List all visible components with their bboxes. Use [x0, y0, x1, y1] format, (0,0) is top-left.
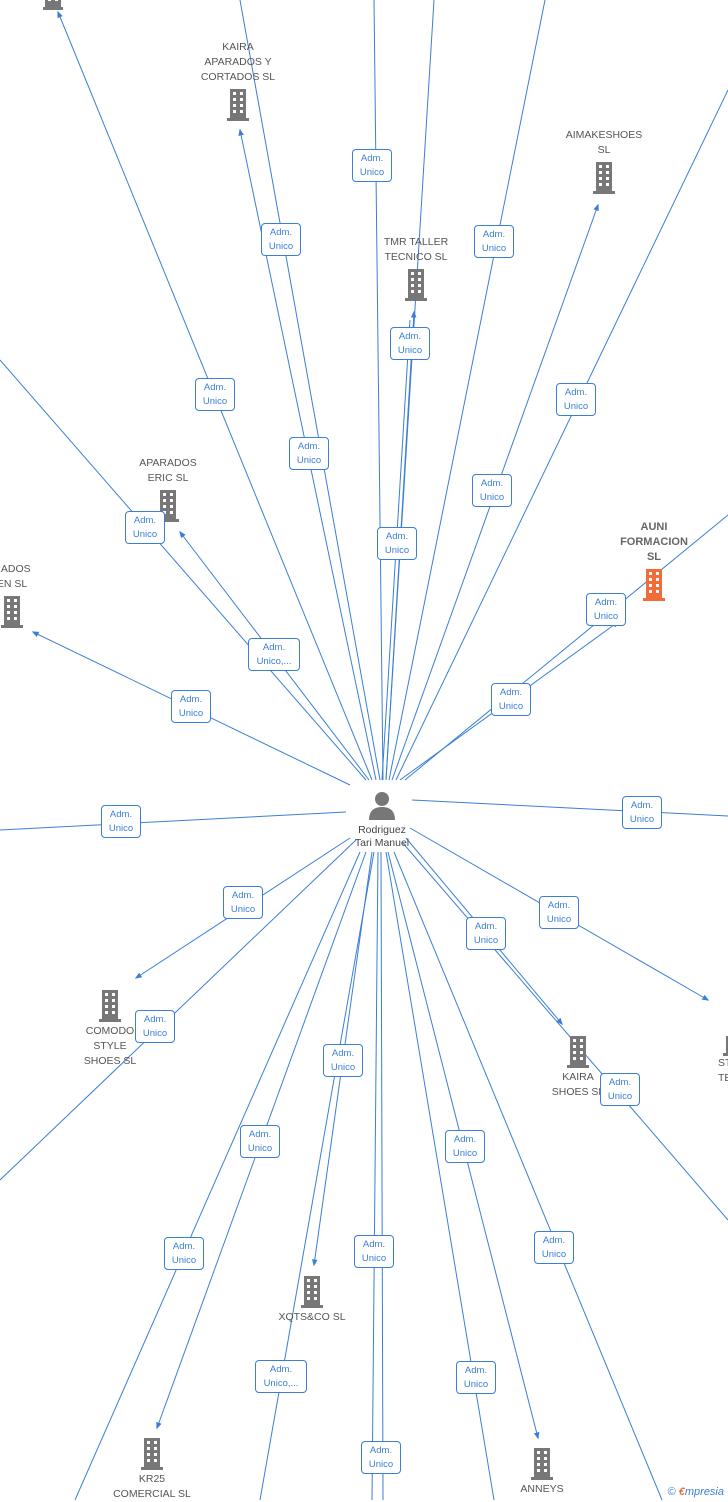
role-label[interactable]: Adm.Unico: [600, 1073, 640, 1106]
building-icon: [531, 1448, 553, 1480]
company-node-aparados-en[interactable]: RADOS EN SL: [0, 562, 38, 630]
edge: [0, 811, 347, 831]
edge: [411, 799, 728, 817]
role-label[interactable]: Adm.Unico: [622, 796, 662, 829]
edge: [380, 851, 384, 1500]
building-icon: [643, 569, 665, 601]
company-node-kaira-shoes[interactable]: KAIRA SHOES SL: [530, 1032, 626, 1100]
company-node-aimakeshoes[interactable]: AIMAKESHOES SL: [556, 128, 652, 196]
edge: [239, 0, 381, 781]
role-label[interactable]: Adm.Unico,...: [255, 1360, 307, 1393]
building-icon: [405, 269, 427, 301]
company-name: ANNEYS: [520, 1483, 564, 1495]
company-node-st-tec[interactable]: ST TEC: [700, 1032, 728, 1086]
role-label[interactable]: Adm.Unico: [534, 1231, 574, 1264]
edge: [373, 0, 384, 781]
company-node-kr25[interactable]: KR25 COMERCIAL SL: [104, 1434, 200, 1502]
company-name: KR25 COMERCIAL SL: [113, 1473, 191, 1500]
role-label[interactable]: Adm.Unico,...: [248, 638, 300, 671]
edge: [393, 851, 663, 1500]
company-name: XQTS&CO SL: [278, 1311, 346, 1323]
building-icon: [567, 1036, 589, 1068]
company-node-kaira-aparados[interactable]: KAIRA APARADOS Y CORTADOS SL: [190, 40, 286, 123]
edge: [371, 851, 379, 1500]
company-name: APARADOS ERIC SL: [139, 457, 197, 484]
edge: [388, 0, 546, 781]
role-label[interactable]: Adm.Unico: [456, 1361, 496, 1394]
building-icon: [1, 596, 23, 628]
role-label[interactable]: Adm.Unico: [101, 805, 141, 838]
company-node-xqtsco[interactable]: XQTS&CO SL: [264, 1272, 360, 1325]
company-node-auni-formacion[interactable]: AUNI FORMACION SL: [606, 520, 702, 603]
building-icon: [99, 990, 121, 1022]
role-label[interactable]: Adm.Unico: [466, 917, 506, 950]
role-label[interactable]: Adm.Unico: [445, 1130, 485, 1163]
role-label[interactable]: Adm.Unico: [171, 690, 211, 723]
building-icon: [227, 89, 249, 121]
role-label[interactable]: Adm.Unico: [352, 149, 392, 182]
company-name: TMR TALLER TECNICO SL: [383, 236, 449, 263]
company-name: KAIRA APARADOS Y CORTADOS SL: [200, 41, 276, 83]
role-label[interactable]: Adm.Unico: [377, 527, 417, 560]
role-label[interactable]: Adm.Unico: [289, 437, 329, 470]
person-icon: [369, 792, 395, 820]
company-node-comodo-style[interactable]: COMODO STYLE SHOES SL: [62, 986, 158, 1069]
role-label[interactable]: Adm.Unico: [135, 1010, 175, 1043]
company-name: COMODO STYLE SHOES SL: [83, 1025, 137, 1067]
role-label[interactable]: Adm.Unico: [164, 1237, 204, 1270]
role-label[interactable]: Adm.Unico: [586, 593, 626, 626]
company-node-anneys[interactable]: ANNEYS: [494, 1444, 590, 1497]
role-label[interactable]: Adm.Unico: [539, 896, 579, 929]
edge: [404, 514, 728, 781]
center-person-node[interactable]: Rodriguez Tari Manuel: [340, 790, 424, 850]
role-label[interactable]: Adm.Unico: [390, 327, 430, 360]
role-label[interactable]: Adm.Unico: [472, 474, 512, 507]
building-icon: [593, 162, 615, 194]
building-icon: [141, 1438, 163, 1470]
company-name: AUNI FORMACION SL: [620, 521, 688, 563]
edge: [395, 89, 728, 781]
role-label[interactable]: Adm.Unico: [125, 511, 165, 544]
edge: [401, 841, 728, 1221]
role-label[interactable]: Adm.Unico: [261, 223, 301, 256]
role-label[interactable]: Adm.Unico: [223, 886, 263, 919]
company-name: ST TEC: [718, 1057, 728, 1084]
building-icon: [301, 1276, 323, 1308]
person-name: Rodriguez Tari Manuel: [354, 824, 410, 849]
role-label[interactable]: Adm.Unico: [195, 378, 235, 411]
company-node-aparados-eric[interactable]: APARADOS ERIC SL: [120, 456, 216, 524]
company-name: RADOS EN SL: [0, 563, 31, 590]
role-label[interactable]: Adm.Unico: [361, 1441, 401, 1474]
role-label[interactable]: Adm.Unico: [474, 225, 514, 258]
edge: [0, 839, 357, 1181]
building-icon: [723, 1036, 728, 1056]
role-label[interactable]: Adm.Unico: [240, 1125, 280, 1158]
role-label[interactable]: Adm.Unico: [323, 1044, 363, 1077]
role-label[interactable]: Adm.Unico: [491, 683, 531, 716]
edge: [0, 359, 367, 781]
role-label[interactable]: Adm.Unico: [354, 1235, 394, 1268]
building-icon: [43, 0, 63, 10]
company-name: AIMAKESHOES SL: [565, 129, 643, 156]
edge: [74, 851, 361, 1500]
role-label[interactable]: Adm.Unico: [556, 383, 596, 416]
brand-watermark: © €mpresia: [665, 1486, 726, 1498]
company-node-top-left[interactable]: [30, 0, 76, 10]
company-node-tmr-taller[interactable]: TMR TALLER TECNICO SL: [368, 235, 464, 303]
